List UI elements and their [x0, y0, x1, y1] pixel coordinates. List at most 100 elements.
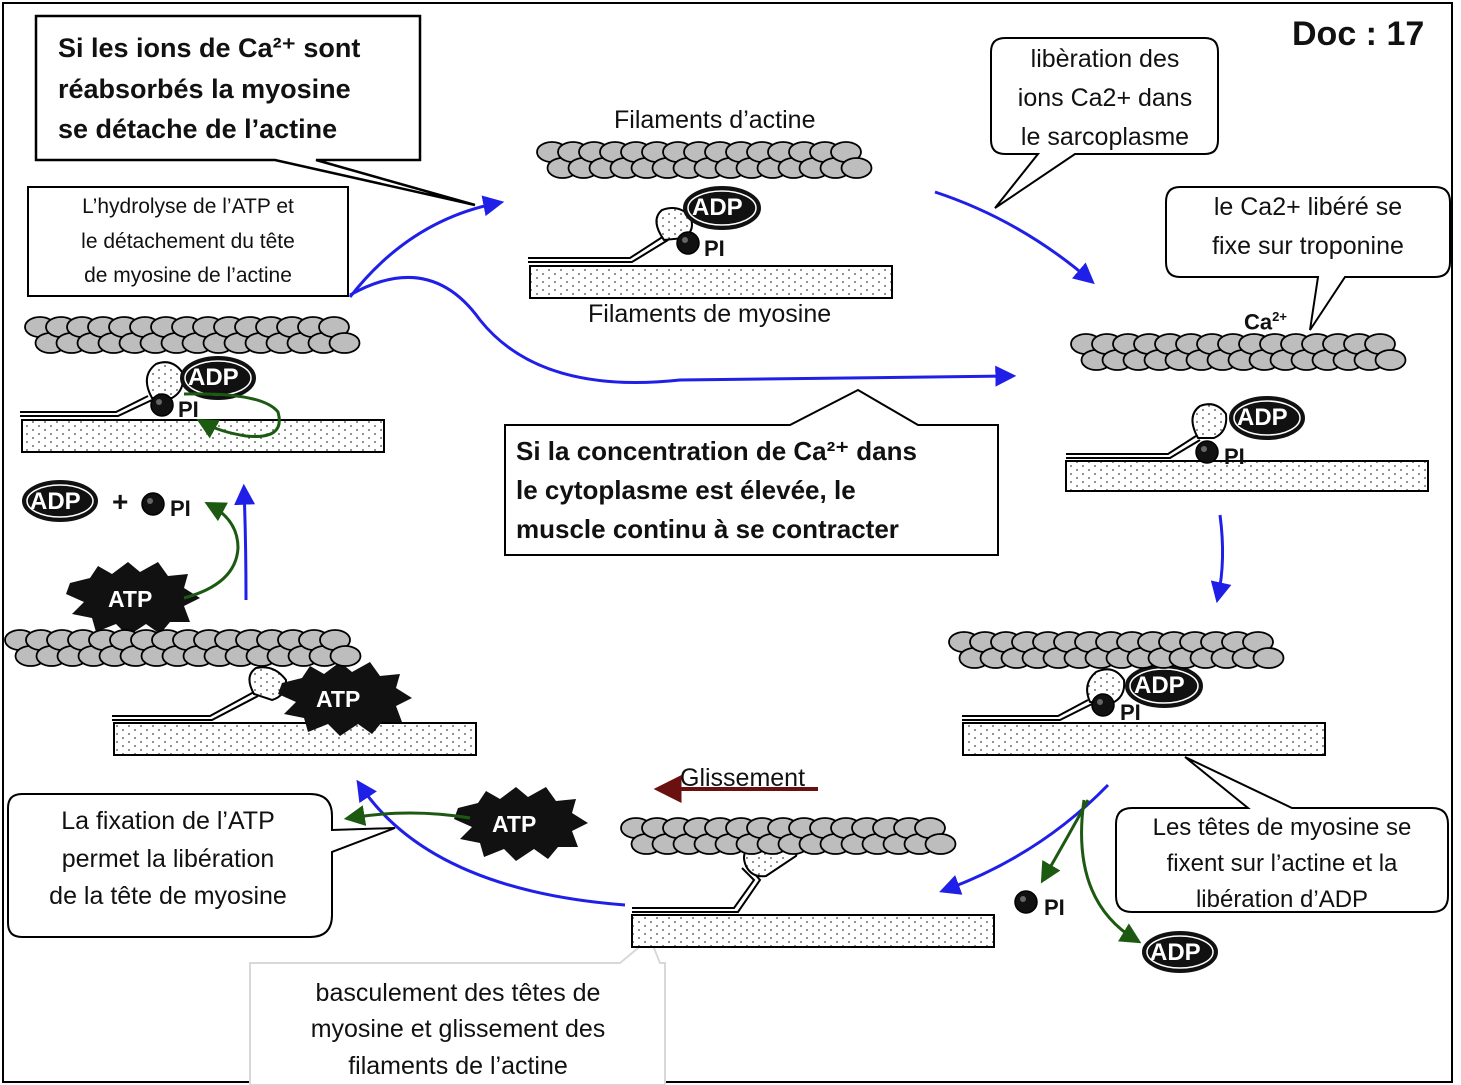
- myosin-filament-5: [962, 722, 1326, 756]
- callout-hydrolysis-line-1: L’hydrolyse de l’ATP et: [82, 195, 294, 218]
- callout-concentration-line-3: muscle continu à se contracter: [516, 514, 899, 544]
- label-myosin-filaments: Filaments de myosine: [588, 300, 832, 328]
- adp-label-3: ADP: [1237, 404, 1288, 431]
- adp-oval-3: [1229, 396, 1305, 440]
- callout-release-line-3: le sarcoplasme: [1020, 122, 1190, 151]
- actin-monomer: [840, 157, 873, 179]
- adp-label-2: ADP: [188, 364, 239, 391]
- actin-monomer: [328, 332, 361, 354]
- adp-oval-5: [22, 480, 98, 522]
- arrow-green-3: [343, 805, 471, 826]
- actin-monomer: [329, 645, 362, 667]
- callout-concentration-line-2: le cytoplasme est élevée, le: [516, 475, 856, 505]
- pi-dot-1: [676, 231, 700, 255]
- callout-tilting-line-1: basculement des têtes de: [315, 979, 601, 1007]
- callout-tilting-line-2: myosine et glissement des: [310, 1015, 606, 1044]
- callout-tilting-box: [249, 936, 666, 1085]
- callout-reabsorbed-line-1: Si les ions de Ca²⁺ sont: [58, 33, 361, 63]
- callout-atp-line-2: permet la libération: [61, 844, 275, 873]
- callout-hydrolysis-line-3: de myosine de l’actine: [84, 264, 292, 288]
- ca-label: Ca2+: [1244, 309, 1287, 335]
- callout-troponin-box: [1165, 186, 1451, 331]
- callout-reabsorbed-box: [34, 14, 476, 207]
- callout-atp-line-3: de la tête de myosine: [49, 882, 287, 910]
- callout-release-text: libèration des ions Ca2+ dans le sarcopl…: [995, 40, 1215, 156]
- pi-label-5: PI: [170, 496, 191, 521]
- arrow-blue-1: [348, 195, 505, 298]
- pi-label-4: PI: [1120, 700, 1141, 725]
- callout-troponin-text: le Ca2+ libéré se fixe sur troponine: [1168, 188, 1448, 266]
- callout-release-box: [990, 37, 1219, 209]
- arrow-blue-2: [349, 275, 1017, 387]
- adp-oval-2: [180, 356, 256, 400]
- pi-label-3: PI: [1224, 444, 1245, 469]
- callout-heads-line-1: Les têtes de myosine se: [1152, 814, 1412, 841]
- arrow-blue-3: [934, 190, 1095, 285]
- myosin-filament-1: [529, 265, 893, 299]
- atp-burst-1: [66, 562, 200, 636]
- pi-label-2: PI: [178, 397, 199, 422]
- actin-monomer: [1374, 349, 1407, 371]
- adp-oval-6: [1142, 931, 1218, 973]
- myosin-head-3: [1191, 403, 1228, 439]
- myosin-head-2: [145, 361, 184, 399]
- actin-filament-4: [4, 629, 362, 667]
- doc-label: Doc : 17: [1292, 15, 1425, 53]
- pi-label-1: PI: [704, 236, 725, 261]
- atp-burst-3: [454, 787, 588, 861]
- arrow-green-5: [1080, 799, 1142, 944]
- actin-monomer: [1252, 647, 1285, 669]
- callout-tilting-line-3: filaments de l’actine: [348, 1051, 568, 1080]
- atp-label-3: ATP: [492, 811, 537, 837]
- callout-heads-line-2: fixent sur l’actine et la: [1166, 850, 1398, 877]
- plus-sign: +: [112, 486, 129, 517]
- myosin-filament-3: [1065, 460, 1429, 492]
- actin-monomer: [924, 833, 957, 855]
- myosin-filament-4: [113, 722, 477, 756]
- actin-filament-5: [948, 631, 1285, 669]
- pi-dot-6: [1014, 890, 1038, 914]
- pi-dot-2: [150, 393, 174, 417]
- adp-label-4: ADP: [1134, 672, 1185, 699]
- atp-label-1: ATP: [108, 586, 153, 612]
- actin-filament-2: [24, 316, 361, 354]
- label-glissement: Glissement: [680, 764, 806, 792]
- ca-symbol: Ca: [1244, 309, 1273, 335]
- callout-release-line-2: ions Ca2+ dans: [1017, 83, 1193, 112]
- arrow-green-2: [183, 502, 240, 600]
- callout-hydrolysis-text: L’hydrolyse de l’ATP et le détachement d…: [36, 190, 340, 294]
- callout-concentration-text: Si la concentration de Ca²⁺ dans le cyto…: [516, 432, 917, 549]
- actin-filament-6: [620, 817, 957, 855]
- callout-reabsorbed-text: Si les ions de Ca²⁺ sont réabsorbés la m…: [58, 28, 360, 150]
- callout-heads-box: [1115, 756, 1449, 913]
- adp-oval-1: [683, 186, 761, 230]
- pi-dot-3: [1195, 440, 1219, 464]
- callout-atp-box: [7, 793, 396, 938]
- callout-hydrolysis-box: [27, 186, 349, 297]
- callout-tilting-text: basculement des têtes de myosine et glis…: [252, 975, 664, 1084]
- callout-hydrolysis-line-2: le détachement du tête: [81, 229, 295, 253]
- actin-filament-3: [1070, 333, 1407, 371]
- callout-heads-text: Les têtes de myosine se fixent sur l’act…: [1118, 810, 1446, 918]
- adp-label-1: ADP: [692, 194, 743, 221]
- callout-reabsorbed-line-3: se détache de l’actine: [58, 114, 338, 144]
- pi-dot-4: [1091, 693, 1115, 717]
- arrow-blue-4: [1210, 514, 1232, 604]
- myosin-filament-6: [631, 914, 995, 948]
- actin-filament-1: [536, 141, 873, 179]
- adp-label-5: ADP: [30, 488, 81, 515]
- arrow-blue-6: [356, 779, 626, 907]
- callout-concentration-box: [504, 388, 999, 556]
- myosin-head-1: [655, 207, 693, 242]
- callout-concentration-line-1: Si la concentration de Ca²⁺ dans: [516, 436, 917, 466]
- callout-atp-text: La fixation de l’ATP permet la libératio…: [8, 803, 328, 916]
- pi-dot-5: [141, 492, 165, 516]
- callout-heads-line-3: libération d’ADP: [1195, 886, 1369, 913]
- callout-reabsorbed-line-2: réabsorbés la myosine: [58, 73, 351, 104]
- arrow-blue-5: [939, 783, 1110, 895]
- pi-label-6: PI: [1044, 895, 1065, 920]
- arrow-green-1: [183, 392, 281, 439]
- arrow-blue-7: [234, 483, 256, 601]
